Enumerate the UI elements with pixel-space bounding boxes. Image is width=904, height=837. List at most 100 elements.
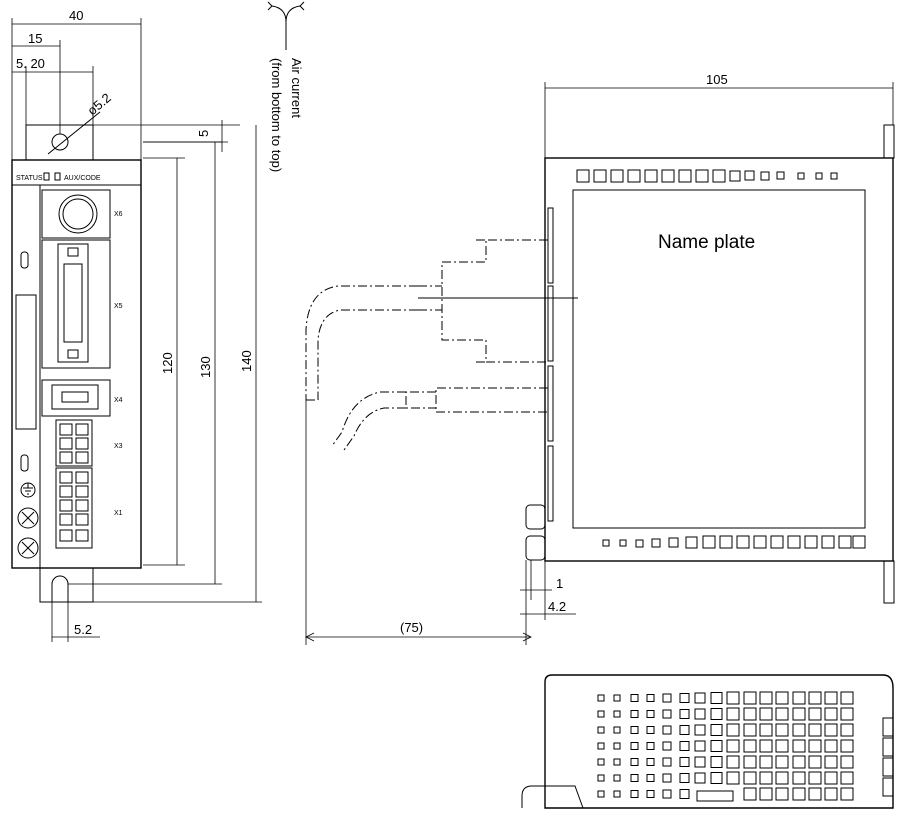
vent-hole [808,787,822,801]
vent-hole [597,790,605,798]
vent-hole [743,787,757,801]
vent-hole [792,707,806,721]
x1-connector [55,467,93,549]
vent-hole [824,723,838,737]
vent-hole [792,723,806,737]
vent-hole [792,787,806,801]
dim-4-2: 4.2 [548,599,566,614]
vent-hole [759,739,773,753]
vent-hole [808,739,822,753]
x6-label: X6 [114,211,123,218]
vent-hole [597,742,605,750]
screw-terminal-icon [17,537,39,559]
vent-hole [613,742,621,750]
cable-outline [305,239,548,451]
bottom-vent-row [602,535,866,549]
vent-hole [775,739,789,753]
vent-hole [679,789,690,799]
dim-15: 15 [28,31,42,46]
vent-hole [694,724,706,736]
vent-hole [597,710,605,718]
vent-hole [646,774,655,782]
mounting-hole-top [51,133,69,151]
vent-hole [792,739,806,753]
vent-hole [613,726,621,734]
vent-hole [743,707,757,721]
vent-hole [840,691,854,705]
dim-140: 140 [239,350,254,372]
front-dimensions: 40 15 5. 20 ø5.2 5 120 130 140 5. [11,8,262,642]
dim-1: 1 [556,576,563,591]
vent-hole [840,707,854,721]
vent-hole [710,740,723,752]
vent-hole [710,724,723,736]
vent-hole [613,774,621,782]
vent-hole [679,725,690,735]
vent-hole [743,739,757,753]
vent-hole [662,709,672,719]
vent-hole [840,739,854,753]
vent-hole [824,739,838,753]
vent-hole [824,691,838,705]
vent-hole [726,755,740,769]
vent-hole [597,758,605,766]
front-body-outline [11,159,142,569]
vent-hole [646,694,655,702]
vent-hole [824,707,838,721]
vent-hole [679,757,690,767]
vent-hole [679,693,690,703]
vent-hole [679,741,690,751]
side-dimensions: 105 1 4.2 (75) [305,72,894,645]
vent-hole [613,758,621,766]
bottom-connector-slot [696,790,734,802]
vent-hole [662,789,672,799]
dim-top-5: 5 [196,130,211,137]
vent-hole [759,707,773,721]
vent-hole [710,772,723,784]
vent-hole [743,691,757,705]
vent-hole [613,790,621,798]
vent-hole [759,691,773,705]
vent-hole [630,742,639,750]
vent-hole [630,726,639,734]
vent-hole [824,787,838,801]
vent-hole [710,756,723,768]
vent-hole [775,691,789,705]
air-current-annotation: Air current (from bottom to top) [267,1,305,172]
vent-hole [726,739,740,753]
vent-hole [726,707,740,721]
vent-hole [824,755,838,769]
vent-hole [613,710,621,718]
vent-hole [597,694,605,702]
dim-105: 105 [706,72,728,87]
mounting-slot-bottom [51,575,69,602]
side-body-outline [544,157,894,562]
vent-hole [694,740,706,752]
vent-hole [808,707,822,721]
dim-130: 130 [198,356,213,378]
x5-label: X5 [114,303,123,310]
x6-connector [58,194,98,234]
x5-connector [57,243,89,363]
vent-hole [630,758,639,766]
dim-hole-diameter: ø5.2 [84,90,114,118]
vent-hole [759,771,773,785]
vent-hole [726,691,740,705]
vent-hole [630,710,639,718]
vent-hole [679,709,690,719]
vent-hole [646,710,655,718]
vent-hole [792,755,806,769]
vent-hole [808,723,822,737]
screw-terminal-icon [17,507,39,529]
vent-hole [710,708,723,720]
vent-hole [694,772,706,784]
vent-hole [662,773,672,783]
x4-label: X4 [114,397,123,404]
name-plate-label: Name plate [658,232,755,253]
vent-hole [646,790,655,798]
vent-hole [840,723,854,737]
vent-hole [840,755,854,769]
name-plate [572,189,866,529]
vent-hole [840,787,854,801]
